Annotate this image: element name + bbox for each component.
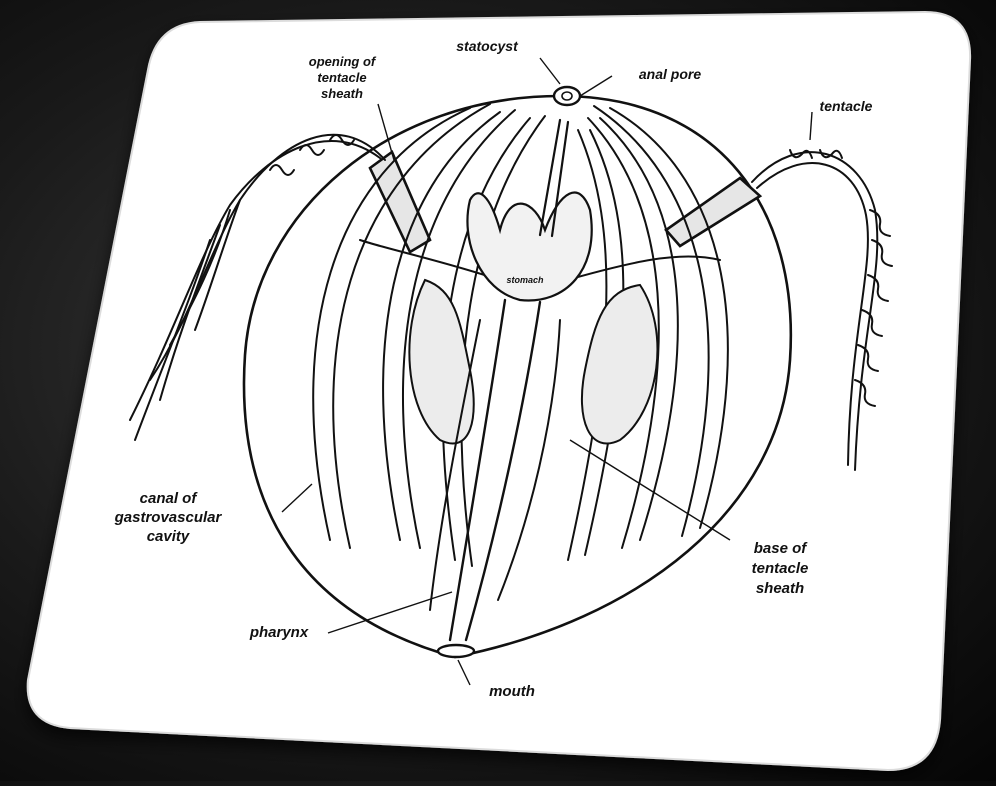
- label-anal-pore: anal pore: [639, 66, 701, 82]
- label-base-line3: sheath: [756, 580, 804, 597]
- label-mouth: mouth: [489, 683, 535, 700]
- label-base-line2: tentacle: [752, 560, 809, 577]
- label-opening-line1: opening of: [309, 54, 377, 69]
- label-statocyst: statocyst: [456, 38, 519, 54]
- mouth-opening: [438, 645, 474, 657]
- label-opening-line2: tentacle: [317, 70, 366, 85]
- label-tentacle: tentacle: [820, 98, 873, 114]
- label-canal-line1: canal of: [140, 490, 199, 507]
- label-base-line1: base of: [754, 540, 809, 557]
- label-opening-line3: sheath: [321, 86, 363, 101]
- label-canal-line3: cavity: [147, 528, 190, 545]
- label-canal-line2: gastrovascular: [114, 509, 223, 526]
- label-stomach: stomach: [506, 275, 544, 285]
- label-pharynx: pharynx: [249, 624, 309, 641]
